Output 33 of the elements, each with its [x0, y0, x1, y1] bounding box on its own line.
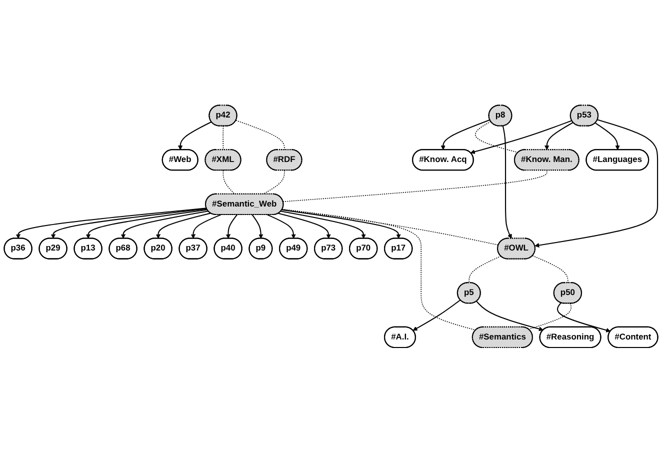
arrow	[544, 122, 574, 150]
arrow	[226, 214, 238, 239]
arrow	[502, 126, 512, 239]
connector	[532, 255, 568, 284]
connector	[528, 303, 572, 330]
arrow	[267, 214, 296, 239]
connector	[282, 208, 476, 331]
arrow	[534, 119, 658, 248]
arrow	[190, 214, 221, 239]
arrow	[440, 120, 490, 150]
arrow	[50, 208, 207, 239]
arrow	[412, 300, 461, 331]
connector	[474, 121, 518, 154]
arrow	[476, 301, 544, 332]
arrow	[156, 212, 211, 239]
arrow	[280, 210, 366, 239]
arrow	[16, 208, 207, 239]
connector	[468, 256, 502, 284]
arrow	[252, 214, 264, 239]
connector	[222, 126, 224, 150]
arrow	[282, 209, 401, 239]
connector	[222, 170, 236, 195]
connector	[282, 170, 548, 202]
arrow	[178, 122, 212, 150]
connector	[236, 120, 285, 150]
connector	[262, 170, 285, 195]
connector	[282, 209, 499, 246]
arrow	[595, 122, 620, 150]
arrow	[120, 210, 208, 239]
arrow	[86, 209, 208, 239]
arrow	[278, 212, 331, 239]
arrow	[470, 120, 572, 154]
arrow	[556, 302, 611, 333]
